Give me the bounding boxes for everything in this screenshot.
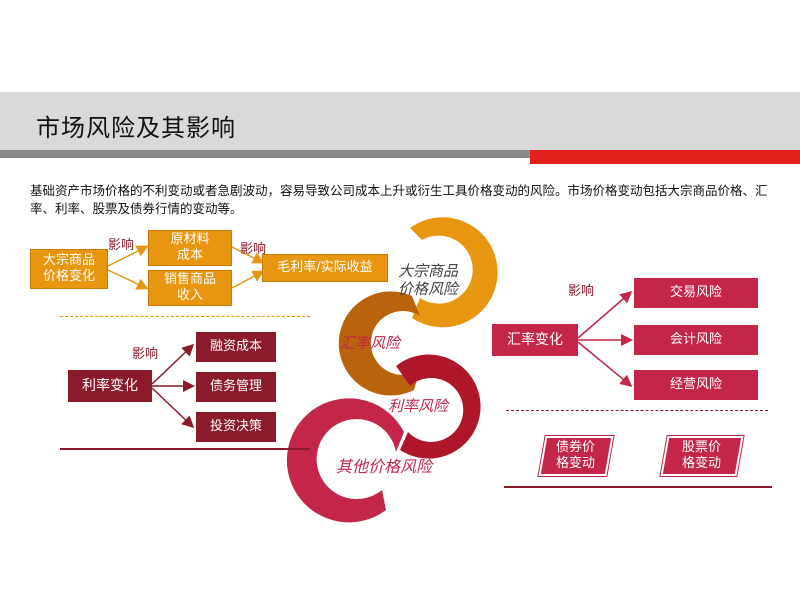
ring-label-other: 其他价格风险	[336, 457, 433, 476]
intro-paragraph: 基础资产市场价格的不利变动或者急剧波动，容易导致公司成本上升或衍生工具价格变动的…	[30, 183, 768, 216]
bond-price-box: 债券价 格变动	[538, 436, 614, 476]
interest-influence-label: 影响	[132, 347, 159, 362]
ring-label-commodity: 大宗商品 价格风险	[398, 262, 459, 298]
page-title: 市场风险及其影响	[36, 114, 236, 142]
gross-margin-box: 毛利率/实际收益	[262, 254, 388, 282]
interest-divider	[60, 448, 310, 450]
commodity-source-box: 大宗商品 价格变化	[30, 249, 108, 289]
stock-price-box: 股票价 格变动	[660, 436, 744, 476]
accounting-risk-box: 会计风险	[634, 325, 758, 355]
ring-other	[286, 398, 404, 523]
arrow-interest-to-financing	[151, 343, 195, 385]
debt-management-box: 债务管理	[196, 372, 276, 402]
title-underline-gray	[0, 150, 530, 158]
sales-revenue-box: 销售商品 收入	[148, 270, 232, 306]
exchange-divider	[506, 410, 768, 411]
arrow-exchange-to-operating	[577, 341, 633, 387]
title-underline-red	[530, 150, 800, 164]
commodity-influence-label-2: 影响	[240, 242, 267, 257]
arrow-exchange-to-transaction	[577, 291, 633, 339]
ring-commodity	[410, 217, 498, 328]
bond-price-label: 债券价 格变动	[556, 440, 596, 471]
arrow-interest-to-investment	[151, 387, 195, 429]
arrow-revenue-to-margin	[231, 270, 265, 289]
commodity-influence-label: 影响	[108, 238, 135, 253]
commodity-divider	[60, 316, 310, 317]
operating-risk-box: 经营风险	[634, 370, 758, 400]
arrow-commodity-to-cost	[107, 245, 149, 267]
stock-price-label: 股票价 格变动	[682, 440, 722, 471]
ring-label-exchange: 汇率风险	[340, 334, 401, 352]
ring-exchange	[338, 291, 420, 396]
arrow-cost-to-margin	[231, 246, 265, 264]
financing-cost-box: 融资成本	[196, 332, 276, 362]
raw-material-cost-box: 原材料 成本	[148, 230, 232, 266]
ring-label-interest: 利率风险	[388, 397, 449, 415]
other-divider	[504, 486, 772, 488]
interest-change-box: 利率变化	[68, 370, 152, 402]
arrow-commodity-to-revenue	[107, 269, 149, 290]
title-bar	[0, 92, 800, 164]
exchange-change-box: 汇率变化	[492, 324, 578, 356]
investment-decision-box: 投资决策	[196, 412, 276, 442]
exchange-influence-label: 影响	[568, 284, 595, 299]
transaction-risk-box: 交易风险	[634, 278, 758, 308]
ring-interest	[396, 354, 481, 459]
